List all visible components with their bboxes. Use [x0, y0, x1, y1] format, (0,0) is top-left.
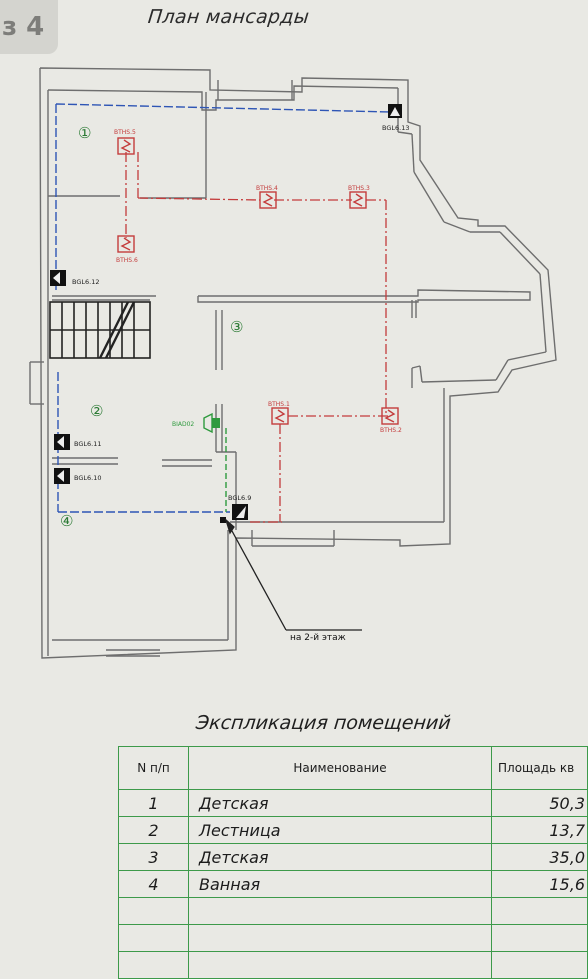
row-number — [118, 924, 189, 952]
row-area — [491, 951, 588, 979]
room-4-label: ④ — [60, 512, 73, 530]
room-1-label: ① — [78, 124, 91, 142]
table-row: 2 Лестница 13,7 — [118, 816, 588, 844]
explication-title: Экспликация помещений — [194, 712, 452, 734]
row-area — [491, 924, 588, 952]
floor-plan-drawing: ① ② ③ ④ BGL6.13 BGL6.12 BGL6.11 BGL6.10 … — [29, 67, 557, 659]
bgl-612-label: BGL6.12 — [72, 278, 99, 286]
room-3-label: ③ — [230, 318, 243, 336]
row-name — [188, 897, 492, 925]
bths-3-label: BTHS.3 — [348, 185, 370, 192]
row-name: Детская — [188, 789, 492, 817]
bths-1-label: BTHS.1 — [268, 401, 290, 408]
bgl-69-device — [220, 504, 248, 523]
red-lines — [125, 152, 388, 523]
row-area: 35,0 — [491, 843, 588, 871]
column-header-number: N п/п — [118, 746, 189, 790]
row-number: 2 — [118, 816, 189, 844]
table-row: 3 Детская 35,0 — [118, 843, 588, 871]
table-row: 1 Детская 50,3 — [118, 789, 588, 817]
row-name — [188, 951, 492, 979]
bths-4-label: BTHS.4 — [256, 185, 278, 192]
bths-2-label: BTHS.2 — [380, 427, 402, 434]
bths-6-label: BTHS.6 — [116, 257, 138, 264]
bths-4-device — [259, 191, 277, 209]
row-number: 3 — [118, 843, 189, 871]
walls — [29, 67, 557, 659]
row-name: Ванная — [188, 870, 492, 898]
row-name: Детская — [188, 843, 492, 871]
row-number — [118, 897, 189, 925]
row-number — [118, 951, 189, 979]
bths-6-device — [117, 235, 135, 253]
column-header-name: Наименование — [188, 746, 492, 790]
callout-text: на 2-й этаж — [290, 633, 346, 643]
biad02-label: BIAD02 — [172, 421, 194, 428]
row-area: 15,6 — [491, 870, 588, 898]
bgl-613-label: BGL6.13 — [382, 124, 409, 132]
bths-5-device — [117, 137, 135, 155]
speaker-icon — [203, 412, 220, 434]
bgl-610-label: BGL6.10 — [74, 474, 101, 482]
bgl-610-device — [54, 468, 70, 484]
table-row: 4 Ванная 15,6 — [118, 870, 588, 898]
row-number: 4 — [118, 870, 189, 898]
bgl-613-device — [388, 104, 402, 118]
row-name: Лестница — [188, 816, 492, 844]
explication-table: N п/п Наименование Площадь кв 1 Детская … — [118, 746, 588, 979]
bths-2-device — [381, 407, 399, 425]
callout-arrow — [224, 518, 362, 631]
row-number: 1 — [118, 789, 189, 817]
table-row — [118, 924, 588, 952]
column-header-area: Площадь кв — [491, 746, 588, 790]
room-2-label: ② — [90, 402, 103, 420]
bths-3-device — [349, 191, 367, 209]
staircase — [49, 301, 151, 359]
table-row — [118, 897, 588, 925]
row-area: 13,7 — [491, 816, 588, 844]
row-area — [491, 897, 588, 925]
bgl-69-label: BGL6.9 — [228, 494, 251, 502]
page-number-badge: з 4 — [0, 0, 58, 54]
bgl-611-label: BGL6.11 — [74, 440, 101, 448]
table-header-row: N п/п Наименование Площадь кв — [118, 746, 588, 790]
blue-lines — [55, 103, 391, 513]
table-row — [118, 951, 588, 979]
bths-5-label: BTHS.5 — [114, 129, 136, 136]
bgl-611-device — [54, 434, 70, 450]
row-name — [188, 924, 492, 952]
row-area: 50,3 — [491, 789, 588, 817]
bths-1-device — [271, 407, 289, 425]
bgl-612-device — [50, 270, 66, 286]
